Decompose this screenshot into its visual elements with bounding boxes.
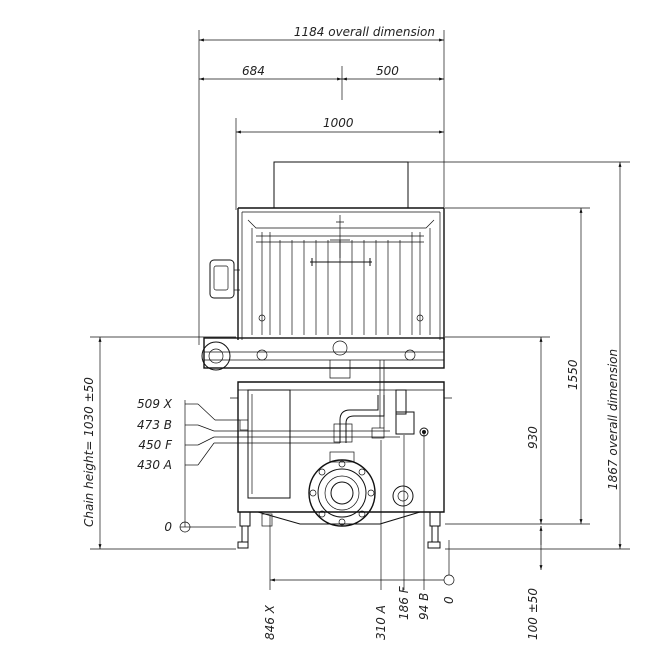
conveyor-band <box>203 337 445 369</box>
conn-label-473b: 473 B <box>137 418 172 432</box>
connector-b <box>419 427 429 437</box>
dim-684-500: 684 500 <box>199 64 444 100</box>
right-part-label: 500 <box>376 64 399 78</box>
conn-label-450f: 450 F <box>138 438 173 452</box>
connection-positions: 846 X 310 A 186 F 94 B 0 <box>263 432 456 640</box>
control-panel <box>247 389 291 499</box>
rack-rods <box>261 232 421 335</box>
conn-label-0-vertical: 0 <box>164 520 172 534</box>
pos-label-310a: 310 A <box>374 605 388 640</box>
machine-feet <box>237 511 441 549</box>
drain-knob <box>392 485 414 507</box>
pos-label-186f: 186 F <box>397 585 411 620</box>
dim-1550: 1550 <box>445 207 590 525</box>
height-1550-label: 1550 <box>566 359 580 390</box>
height-930-label: 930 <box>526 426 540 449</box>
machine-body <box>201 161 452 549</box>
tank-body <box>237 381 445 513</box>
left-part-label: 684 <box>242 64 265 78</box>
hood-frame <box>237 207 445 340</box>
chain-height-label: Chain height= 1030 ±50 <box>82 377 96 527</box>
dim-overall-width: 1184 overall dimension <box>198 25 445 345</box>
dim-foot-height: 100 ±50 <box>526 526 543 640</box>
drive-motor <box>201 341 231 371</box>
overall-width-label: 1184 overall dimension <box>294 25 435 39</box>
dim-overall-height: 1867 overall dimension <box>408 161 630 550</box>
overall-height-label: 1867 overall dimension <box>606 349 620 490</box>
dim-1000: 1000 <box>235 116 444 210</box>
dim-chain-height: Chain height= 1030 ±50 <box>82 336 236 550</box>
pump <box>308 451 376 527</box>
side-handle <box>209 259 235 299</box>
pos-label-846x: 846 X <box>263 604 277 640</box>
pos-label-0-horizontal: 0 <box>442 596 456 604</box>
pos-label-94b: 94 B <box>417 593 431 620</box>
conn-label-509x: 509 X <box>137 397 173 411</box>
machine-width-label: 1000 <box>323 116 354 130</box>
foot-height-label: 100 ±50 <box>526 588 540 640</box>
conn-label-430a: 430 A <box>137 458 172 472</box>
dim-930: 930 <box>445 336 550 524</box>
connection-heights: 509 X 473 B 450 F 430 A 0 <box>137 397 400 534</box>
pipe-a <box>339 395 379 443</box>
valve-f <box>395 411 415 435</box>
exhaust-hood <box>273 161 409 209</box>
